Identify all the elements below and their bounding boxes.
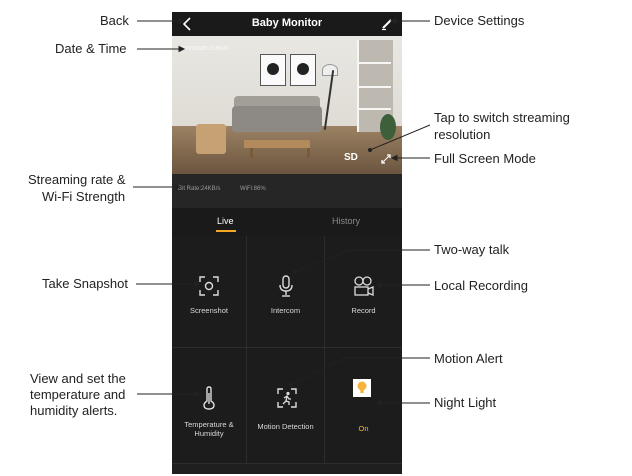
- callout-back: Back: [100, 13, 129, 28]
- light-bulb-icon: [357, 381, 367, 393]
- callout-snapshot: Take Snapshot: [42, 276, 129, 291]
- microphone-icon: [279, 275, 293, 297]
- scene-lamp-shade: [322, 64, 338, 76]
- record-label: Record: [351, 306, 376, 315]
- thermometer-icon: [203, 386, 215, 410]
- callout-streaming-1: Streaming rate &: [28, 172, 126, 187]
- screenshot-label: Screenshot: [190, 306, 228, 315]
- callout-temp-1: View and set the: [30, 371, 126, 386]
- scene-table: [244, 140, 310, 148]
- scene-table-legs: [250, 148, 310, 158]
- record-icon: [354, 276, 374, 296]
- screenshot-button[interactable]: Screenshot: [172, 236, 247, 348]
- temperature-humidity-button[interactable]: Temperature & Humidity: [172, 348, 247, 464]
- callout-device-settings: Device Settings: [434, 13, 525, 28]
- pencil-icon[interactable]: [380, 17, 394, 31]
- page-title: Baby Monitor: [251, 17, 323, 29]
- callout-resolution-2: resolution: [434, 127, 491, 142]
- top-bar: Baby Monitor: [172, 12, 402, 36]
- callout-fullscreen: Full Screen Mode: [434, 151, 536, 166]
- callout-local-recording: Local Recording: [434, 278, 528, 293]
- panda-image: [297, 63, 309, 75]
- scene-plant: [380, 114, 396, 140]
- bitrate-text: Bit Rate:24KB/s: [178, 186, 221, 192]
- motion-detection-button[interactable]: Motion Detection: [247, 348, 325, 464]
- night-light-state: On: [358, 424, 369, 433]
- shelf-line: [357, 108, 391, 110]
- stream-stats: Bit Rate:24KB/s WiFi:86%: [172, 174, 402, 208]
- resolution-toggle[interactable]: SD: [344, 152, 358, 163]
- motion-alert-icon: [277, 388, 297, 408]
- callout-night-light: Night Light: [434, 395, 497, 410]
- intercom-button[interactable]: Intercom: [247, 236, 325, 348]
- callout-datetime: Date & Time: [55, 41, 127, 56]
- callout-temp-2: temperature and: [30, 387, 126, 402]
- active-tab-indicator: [216, 230, 236, 232]
- picture-frame: [260, 54, 286, 86]
- tab-live[interactable]: Live: [217, 216, 234, 226]
- callout-streaming-2: Wi-Fi Strength: [42, 189, 126, 204]
- motion-detection-label: Motion Detection: [257, 422, 314, 431]
- night-light-button[interactable]: On: [325, 348, 402, 464]
- wifi-strength-text: WiFi:86%: [240, 186, 266, 192]
- fullscreen-icon[interactable]: [381, 154, 391, 164]
- tab-bar: Live History: [172, 208, 402, 236]
- callout-motion-alert: Motion Alert: [434, 351, 503, 366]
- callout-resolution-1: Tap to switch streaming: [434, 110, 570, 125]
- callout-two-way-talk: Two-way talk: [434, 242, 510, 257]
- shelf-line: [357, 86, 391, 88]
- temperature-humidity-label: Temperature & Humidity: [184, 420, 234, 438]
- tab-history[interactable]: History: [332, 216, 361, 226]
- control-grid: Screenshot Intercom Record: [172, 236, 402, 464]
- callout-temp-3: humidity alerts.: [30, 403, 118, 418]
- intercom-label: Intercom: [270, 306, 301, 315]
- shelf-line: [357, 62, 391, 64]
- scene-sofa: [232, 106, 322, 132]
- scene-chair: [196, 124, 226, 154]
- phone-screen: Baby Monitor 07/23/2020 13:40:20 SD Bit: [172, 12, 402, 474]
- date-time: 07/23/2020 13:40:20: [182, 46, 228, 52]
- live-video[interactable]: 07/23/2020 13:40:20 SD: [172, 36, 402, 174]
- night-light-tile: [353, 379, 371, 397]
- panda-image: [267, 63, 279, 75]
- back-icon[interactable]: [180, 16, 194, 32]
- snapshot-icon: [199, 276, 219, 296]
- picture-frame: [290, 54, 316, 86]
